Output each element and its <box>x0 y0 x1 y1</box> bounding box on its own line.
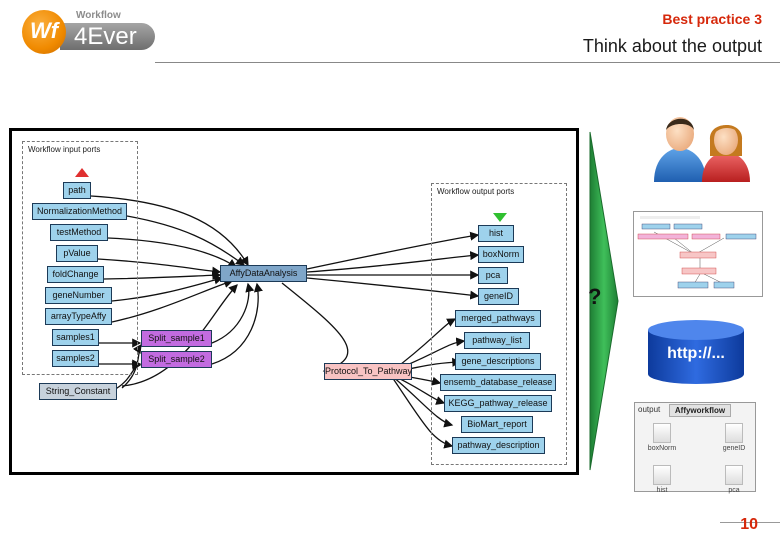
output-files-window[interactable]: output Affyworkflow boxNorm geneID hist … <box>634 402 756 494</box>
database-icon <box>648 320 744 384</box>
section-label: Best practice 3 <box>662 11 762 27</box>
input-ports-triangle-icon <box>75 168 89 177</box>
input-port-arraytypeaffy[interactable]: arrayTypeAffy <box>45 308 112 325</box>
footer-divider <box>720 522 780 523</box>
workflow-diagram: Workflow input ports Workflow output por… <box>9 128 579 475</box>
title-divider <box>155 62 780 63</box>
output-port-biomart-report[interactable]: BioMart_report <box>461 416 533 433</box>
logo-circle-icon <box>22 10 66 54</box>
output-port-boxnorm[interactable]: boxNorm <box>478 246 524 263</box>
output-file-label: geneID <box>722 445 746 452</box>
input-ports-label: Workflow input ports <box>28 145 101 154</box>
output-port-geneid[interactable]: geneID <box>478 288 519 305</box>
tab-output[interactable]: output <box>638 405 661 414</box>
input-port-foldchange[interactable]: foldChange <box>47 266 104 283</box>
output-file-geneid[interactable]: geneID <box>715 423 753 452</box>
input-port-genenumber[interactable]: geneNumber <box>45 287 112 304</box>
flow-arrow-icon <box>589 131 619 471</box>
page-number: 10 <box>740 516 758 533</box>
protocol-to-pathway-node[interactable]: Protocol_To_Pathway <box>324 363 412 380</box>
input-port-path[interactable]: path <box>63 182 91 199</box>
users-icon <box>654 117 750 182</box>
split-sample2-node[interactable]: Split_sample2 <box>141 351 212 368</box>
output-port-pathway-description[interactable]: pathway_description <box>452 437 545 454</box>
output-file-label: hist <box>656 487 668 494</box>
output-ports-triangle-icon <box>493 213 507 222</box>
input-port-samples2[interactable]: samples2 <box>52 350 99 367</box>
split-sample1-node[interactable]: Split_sample1 <box>141 330 212 347</box>
logo-mark: Wf <box>29 18 59 43</box>
question-mark: ? <box>588 284 602 309</box>
output-port-pathway-list[interactable]: pathway_list <box>464 332 530 349</box>
output-file-label: pca <box>728 487 740 494</box>
output-ports-region <box>431 183 567 465</box>
file-icon <box>653 465 671 485</box>
logo-large-text: 4Ever <box>74 23 137 50</box>
output-file-label: boxNorm <box>647 445 677 452</box>
file-icon <box>725 465 743 485</box>
logo-bar <box>60 23 155 50</box>
output-port-pca[interactable]: pca <box>478 267 508 284</box>
output-file-pca[interactable]: pca <box>715 465 753 494</box>
output-ports-label: Workflow output ports <box>437 187 515 196</box>
file-icon <box>725 423 743 443</box>
workflow4ever-logo: Wf Workflow 4Ever <box>22 8 157 54</box>
workflow-thumbnail-diagram <box>637 216 757 289</box>
slide-title: Think about the output <box>582 36 762 56</box>
output-port-ensemb-database-release[interactable]: ensemb_database_release <box>440 374 556 391</box>
input-port-testmethod[interactable]: testMethod <box>50 224 108 241</box>
database-url-label: http://... <box>667 345 725 362</box>
output-file-boxnorm[interactable]: boxNorm <box>643 423 681 452</box>
input-port-normalizationmethod[interactable]: NormalizationMethod <box>32 203 127 220</box>
output-port-hist[interactable]: hist <box>478 225 514 242</box>
affydataanalysis-node[interactable]: AffyDataAnalysis <box>220 265 307 282</box>
input-port-samples1[interactable]: samples1 <box>52 329 99 346</box>
string-constant-node[interactable]: String_Constant <box>39 383 117 400</box>
output-port-gene-descriptions[interactable]: gene_descriptions <box>455 353 541 370</box>
output-file-hist[interactable]: hist <box>643 465 681 494</box>
tab-affyworkflow[interactable]: Affyworkflow <box>669 404 731 417</box>
file-icon <box>653 423 671 443</box>
output-port-kegg-pathway-release[interactable]: KEGG_pathway_release <box>444 395 552 412</box>
output-port-merged-pathways[interactable]: merged_pathways <box>455 310 541 327</box>
input-ports-region <box>22 141 138 375</box>
workflow-thumbnail[interactable] <box>633 211 763 297</box>
logo-small-text: Workflow <box>76 10 121 21</box>
input-port-pvalue[interactable]: pValue <box>56 245 98 262</box>
